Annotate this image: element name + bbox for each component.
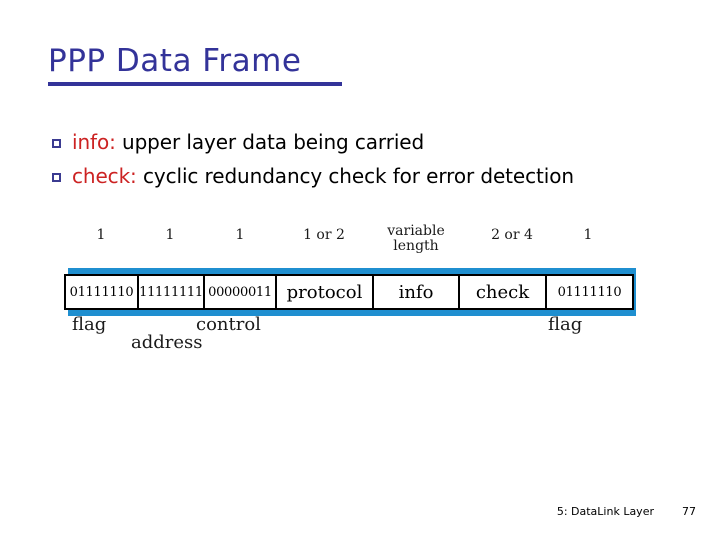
field-name-callout: flag	[72, 314, 107, 335]
frame-field-address: 11111111	[139, 276, 205, 308]
frame-field-check: check	[460, 276, 547, 308]
footer-page-number: 77	[682, 505, 696, 518]
bullet-item: check: cyclic redundancy check for error…	[52, 162, 662, 191]
bullet-keyword: info:	[72, 130, 116, 154]
frame-field-protocol: protocol	[277, 276, 374, 308]
square-outline-bullet-icon	[52, 139, 61, 148]
bullet-item: info: upper layer data being carried	[52, 128, 662, 157]
field-name-callout: address	[131, 332, 203, 353]
title-underline-rule	[48, 82, 342, 86]
field-size-label: 1	[96, 227, 106, 243]
field-name-callout: control	[196, 314, 261, 335]
frame-field-flag: 01111110	[547, 276, 632, 308]
field-size-label: 1	[165, 227, 175, 243]
slide-footer: 5: DataLink Layer 77	[0, 505, 720, 525]
field-size-label: 1	[583, 227, 593, 243]
bullet-item-text: check: cyclic redundancy check for error…	[72, 162, 574, 191]
bullet-list: info: upper layer data being carried chec…	[52, 128, 662, 196]
square-outline-bullet-icon	[52, 173, 61, 182]
frame-field-flag: 01111110	[66, 276, 139, 308]
page-title: PPP Data Frame	[48, 43, 302, 79]
field-size-label: 2 or 4	[491, 227, 533, 243]
field-size-label: 1 or 2	[303, 227, 345, 243]
bullet-item-text: info: upper layer data being carried	[72, 128, 424, 157]
bullet-body-text: upper layer data being carried	[115, 130, 425, 154]
frame-field-info: info	[374, 276, 460, 308]
field-size-label: 1	[235, 227, 245, 243]
frame-field-control: 00000011	[205, 276, 277, 308]
bullet-body-text: cyclic redundancy check for error detect…	[136, 164, 574, 188]
field-name-callout: flag	[548, 314, 583, 335]
bullet-keyword: check:	[72, 164, 137, 188]
footer-chapter-label: 5: DataLink Layer	[556, 505, 654, 518]
